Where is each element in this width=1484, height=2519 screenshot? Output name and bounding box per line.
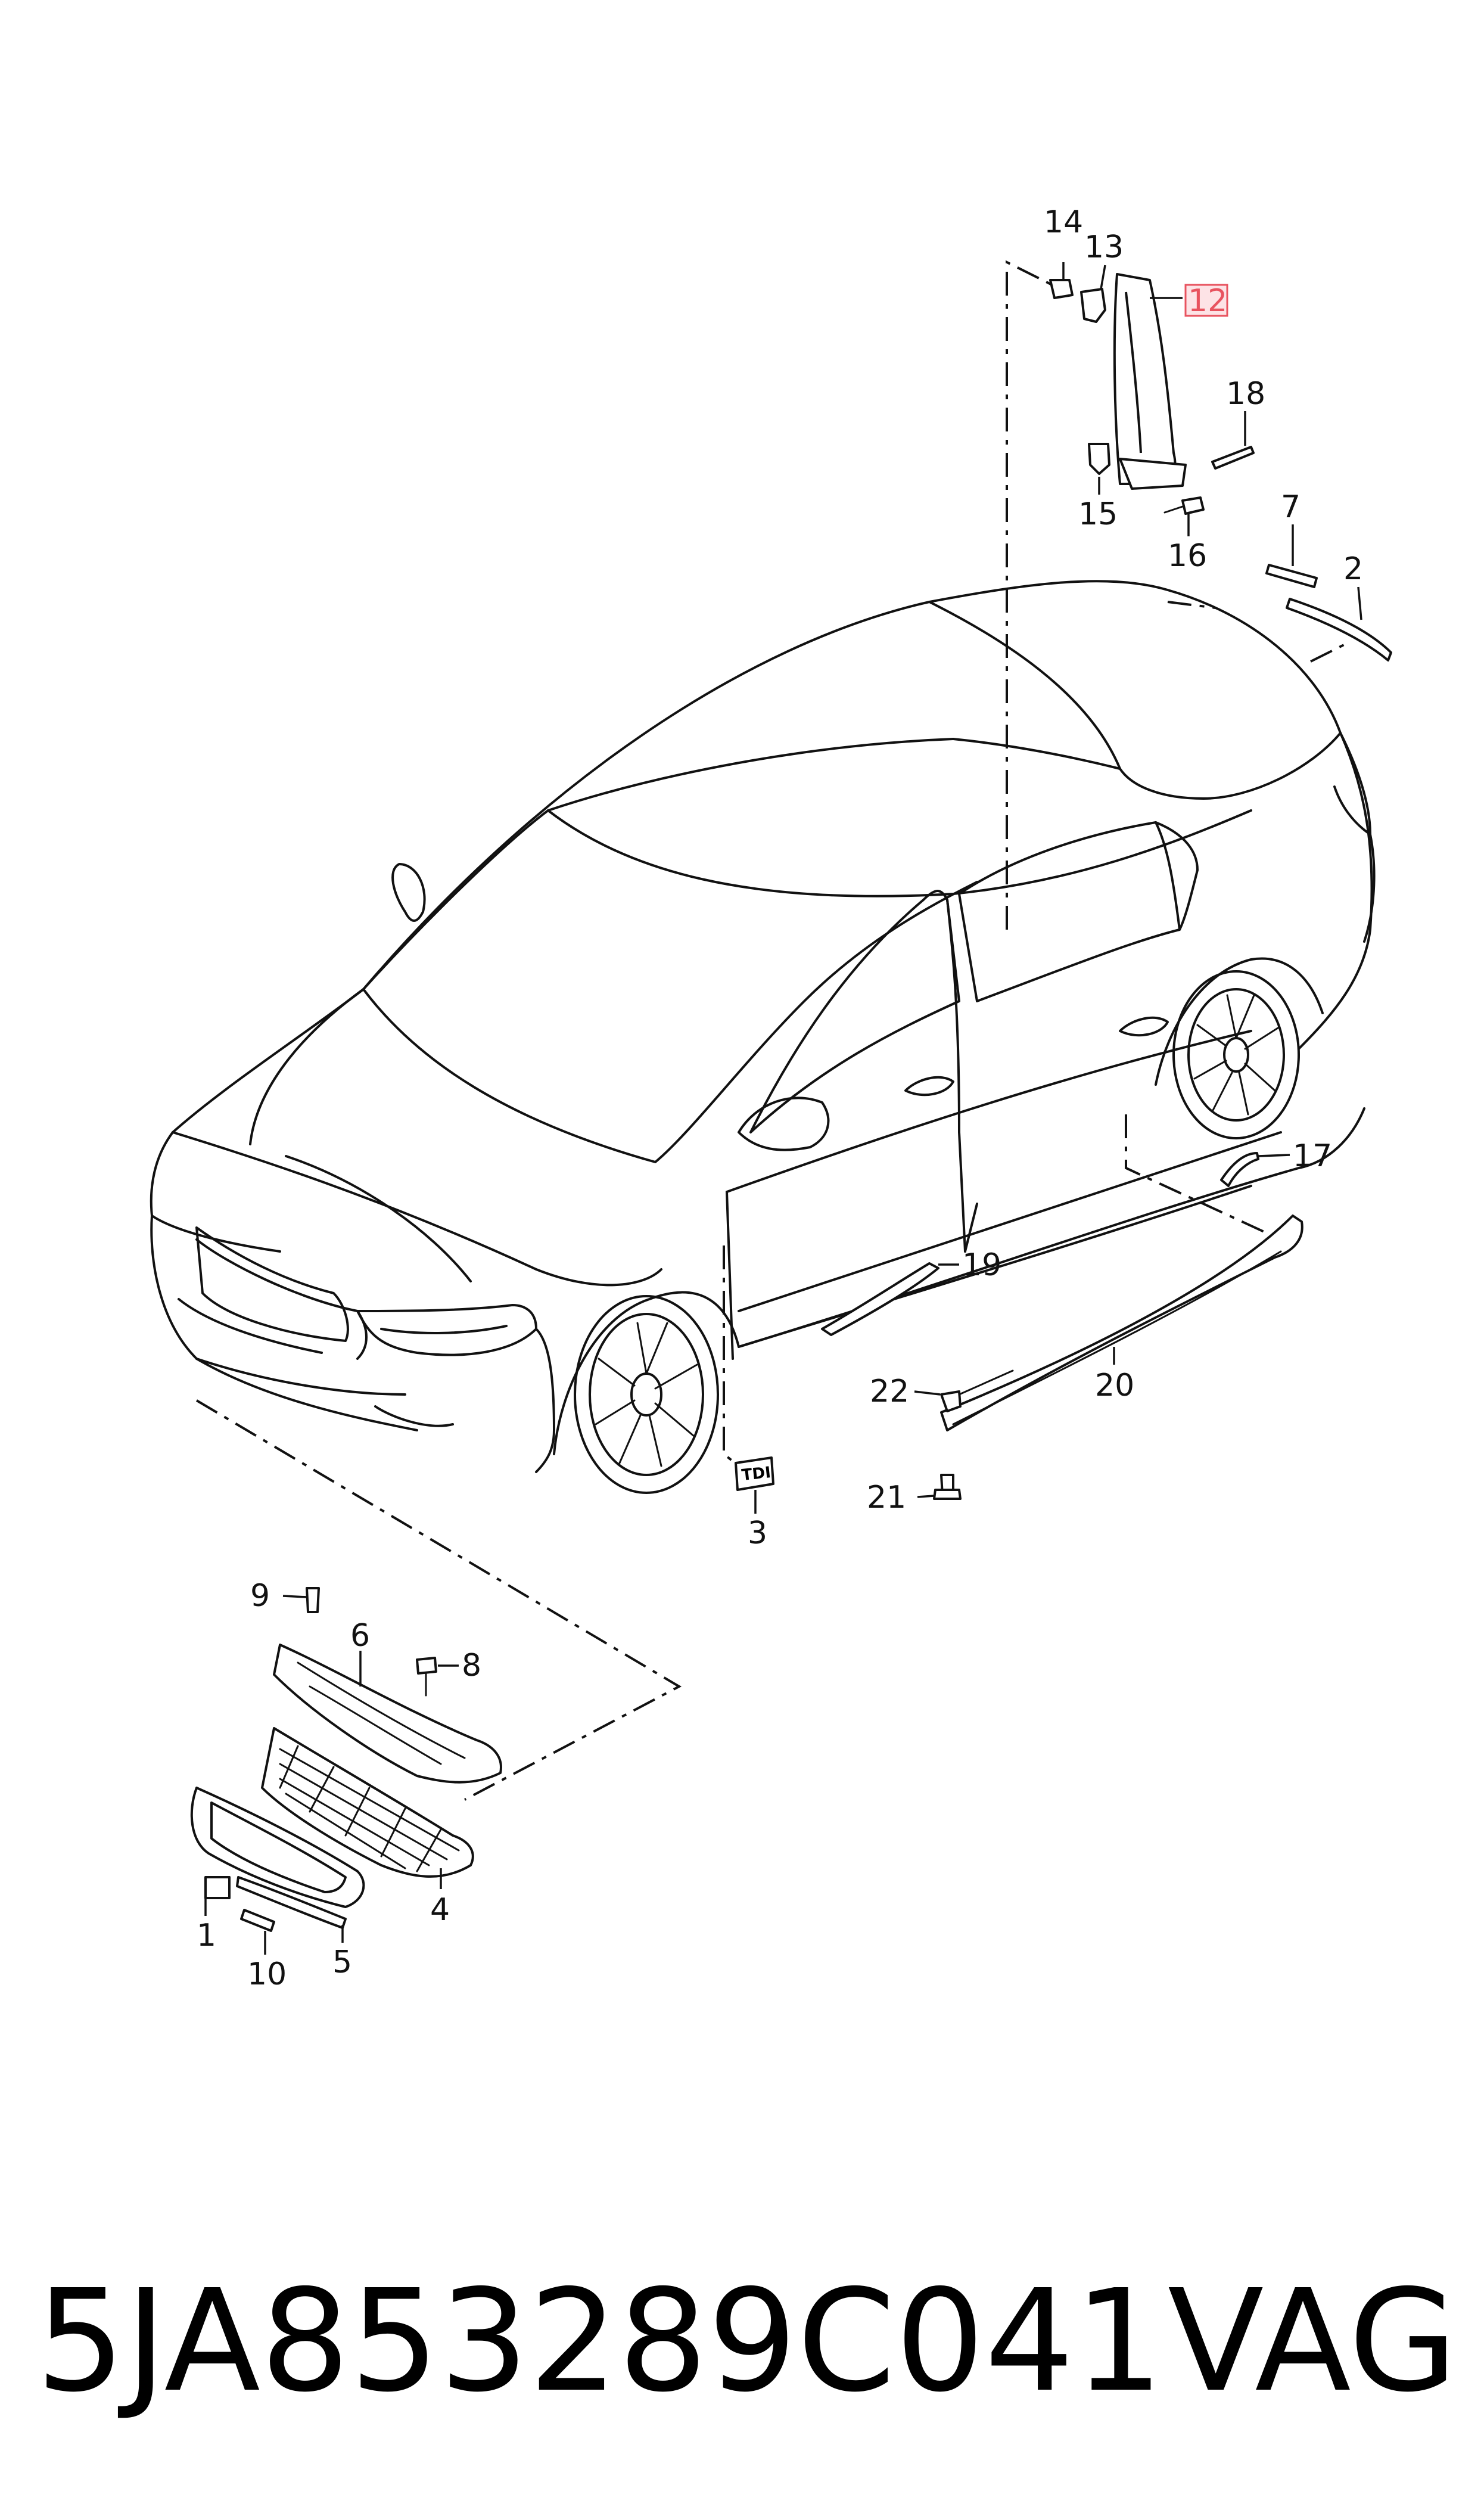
callout-15: 15 — [1078, 496, 1118, 532]
part-number: 5JA853289C041 — [36, 2259, 1163, 2423]
grille-assembly — [190, 1587, 502, 1932]
callout-19: 19 — [962, 1247, 1001, 1283]
callout-13: 13 — [1084, 229, 1124, 265]
callout-3: 3 — [748, 1515, 767, 1551]
callout-12: 12 — [1188, 283, 1227, 319]
brand-name: VAG — [1168, 2259, 1458, 2423]
tdi-badge-text: TDI — [741, 1464, 771, 1484]
footer: 5JA853289C041 VAG — [36, 2259, 1458, 2423]
callout-21: 21 — [867, 1480, 906, 1515]
callout-4: 4 — [430, 1892, 450, 1928]
callout-labels: 14 13 12 18 15 16 7 2 17 19 20 22 21 3 9… — [197, 204, 1363, 1992]
tdi-badge-part: TDI — [735, 1456, 774, 1491]
callout-2: 2 — [1343, 551, 1363, 587]
callout-22: 22 — [870, 1374, 909, 1409]
car-illustration — [150, 580, 1376, 1494]
callout-9: 9 — [250, 1578, 270, 1614]
callout-18: 18 — [1226, 376, 1265, 412]
callout-1: 1 — [197, 1918, 216, 1953]
leader-lines — [204, 262, 1362, 1955]
callout-14: 14 — [1044, 204, 1083, 240]
callout-7: 7 — [1281, 489, 1301, 525]
b-pillar-trim-group — [1049, 273, 1255, 515]
callout-12-highlight — [1184, 284, 1228, 317]
callout-17: 17 — [1293, 1138, 1332, 1174]
assignment-lines — [195, 260, 1347, 1801]
callout-10: 10 — [247, 1956, 287, 1992]
sill-trim-group — [821, 1152, 1303, 1500]
callout-6: 6 — [350, 1618, 370, 1654]
callout-8: 8 — [462, 1648, 481, 1684]
callout-16: 16 — [1168, 538, 1207, 574]
callout-5: 5 — [332, 1945, 352, 1980]
roof-strips — [1265, 564, 1392, 661]
callout-20: 20 — [1095, 1368, 1134, 1403]
